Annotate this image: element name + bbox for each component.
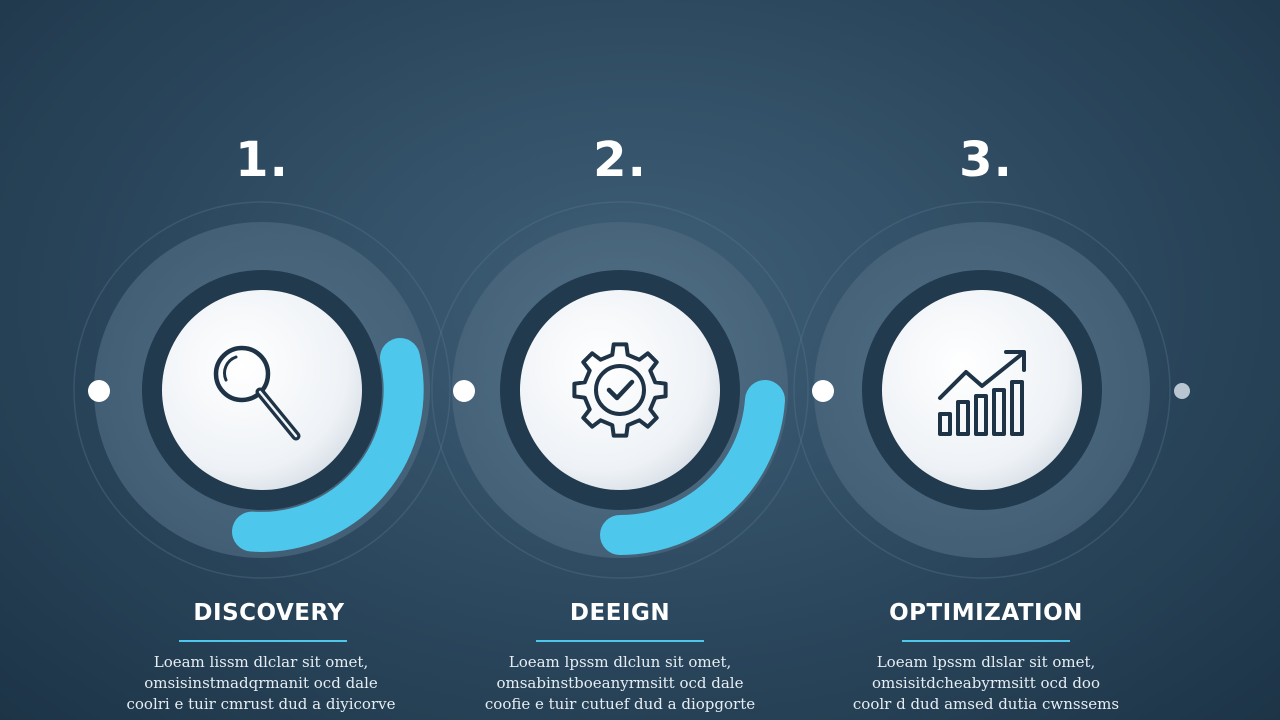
step-1-desc-line-2: omsisinstmadqrmanit ocd dale (144, 674, 378, 692)
icon-disc (520, 290, 720, 490)
step-1-graphic (73, 201, 451, 579)
connector-dot-1 (88, 380, 110, 402)
step-1-description: Loeam lissm dlclar sit omet, omsisinstma… (101, 652, 421, 715)
step-3-description: Loeam lpssm dlslar sit omet, omsisitdche… (826, 652, 1146, 715)
progress-arc (600, 380, 785, 556)
step-2-number: 2. (593, 132, 647, 188)
growth-chart-icon (938, 350, 1026, 436)
step-3-number: 3. (959, 132, 1013, 188)
connector-dot-3 (812, 380, 834, 402)
outer-glow-ring (793, 201, 1171, 579)
connector-dot-end (1174, 383, 1190, 399)
step-3-desc-line-3: coolr d dud amsed dutia cwnssems (852, 695, 1120, 713)
magnifying-glass-icon (213, 345, 301, 441)
step-1-title-underline (179, 640, 347, 642)
step-2-desc-line-3: coofie e tuir cutuef dud a diopgorte (484, 695, 756, 713)
connector-dot-2 (453, 380, 475, 402)
step-1-number: 1. (235, 132, 289, 188)
step-2-title-underline (536, 640, 704, 642)
step-3-title-underline (902, 640, 1070, 642)
step-2-graphic (431, 201, 809, 579)
step-2-desc-line-1: Loeam lpssm dlclun sit omet, (508, 653, 732, 671)
outer-glow-ring (73, 201, 451, 579)
step-3-graphic (793, 201, 1171, 579)
progress-arc (232, 338, 424, 552)
step-3-desc-line-2: omsisitdcheabyrmsitt ocd doo (871, 674, 1100, 692)
step-3-desc-line-1: Loeam lpssm dlslar sit omet, (876, 653, 1096, 671)
step-1-desc-line-1: Loeam lissm dlclar sit omet, (153, 653, 369, 671)
gear-check-icon (572, 342, 668, 438)
step-2-desc-line-2: omsabinstboeanyrmsitt ocd dale (496, 674, 744, 692)
step-3-title: OPTIMIZATION (889, 600, 1083, 626)
outer-glow-ring (431, 201, 809, 579)
step-1-title: DISCOVERY (193, 600, 345, 626)
step-2-title: DEEIGN (569, 600, 671, 626)
step-2-description: Loeam lpssm dlclun sit omet, omsabinstbo… (460, 652, 780, 715)
icon-disc (882, 290, 1082, 490)
step-1-desc-line-3: coolri e tuir cmrust dud a diyicorve (126, 695, 396, 713)
